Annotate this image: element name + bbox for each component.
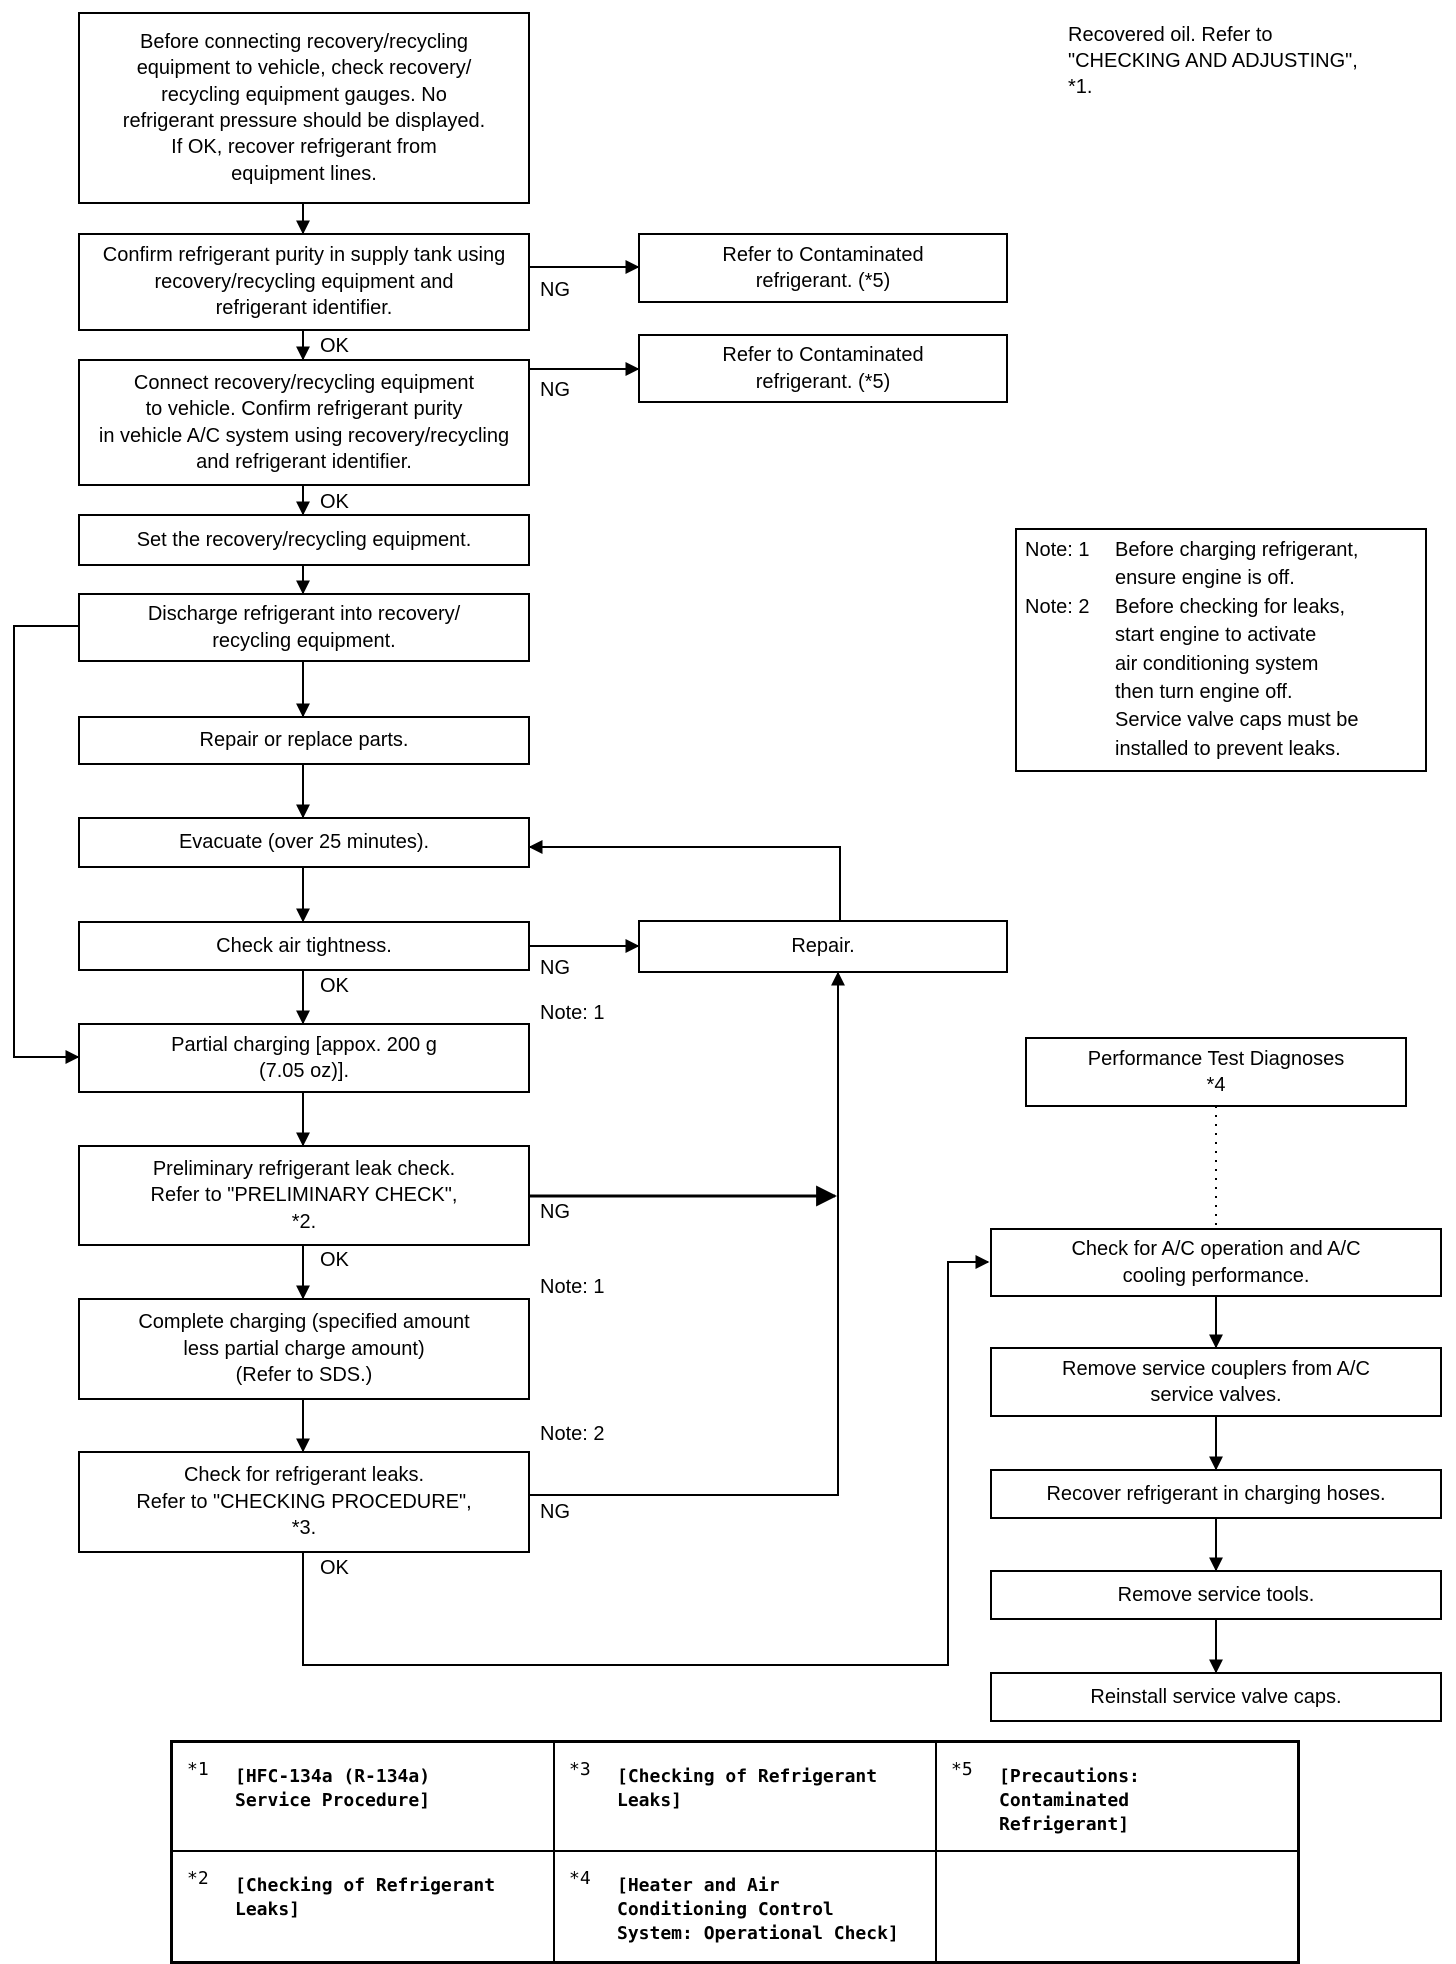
step-discharge-refrigerant: Discharge refrigerant into recovery/ rec… bbox=[78, 593, 530, 662]
reference-table: *1 [HFC-134a (R-134a) Service Procedure]… bbox=[170, 1740, 1300, 1964]
note-1-label: Note: 1 bbox=[540, 1002, 605, 1024]
reference-cell: *1 [HFC-134a (R-134a) Service Procedure] bbox=[173, 1743, 555, 1852]
note-2-label: Note: 2 bbox=[540, 1423, 605, 1445]
ok-label: OK bbox=[320, 1557, 349, 1579]
step-preliminary-leak-check: Preliminary refrigerant leak check. Refe… bbox=[78, 1145, 530, 1246]
step-recover-refrigerant-hoses: Recover refrigerant in charging hoses. bbox=[990, 1469, 1442, 1519]
ng-label: NG bbox=[540, 1201, 570, 1223]
step-check-ac-operation: Check for A/C operation and A/C cooling … bbox=[990, 1228, 1442, 1297]
note-1-label: Note: 1 bbox=[540, 1276, 605, 1298]
step-repair-replace-parts: Repair or replace parts. bbox=[78, 716, 530, 765]
ng-label: NG bbox=[540, 279, 570, 301]
arrow-b5-b9 bbox=[13, 625, 80, 1064]
note-tag: Note: 2 bbox=[1025, 595, 1090, 618]
reference-text[interactable]: [Heater and Air Conditioning Control Sys… bbox=[617, 1875, 899, 1944]
step-confirm-supply-purity: Confirm refrigerant purity in supply tan… bbox=[78, 233, 530, 331]
ok-label: OK bbox=[320, 1249, 349, 1271]
reference-cell: *5 [Precautions: Contaminated Refrigeran… bbox=[937, 1743, 1297, 1852]
step-partial-charging: Partial charging [appox. 200 g (7.05 oz)… bbox=[78, 1023, 530, 1093]
ok-label: OK bbox=[320, 335, 349, 357]
reference-cell: *3 [Checking of Refrigerant Leaks] bbox=[555, 1743, 937, 1852]
note-text: Before checking for leaks, start engine … bbox=[1115, 595, 1359, 760]
arrow-b12-repair bbox=[528, 971, 845, 1496]
note-text: Before charging refrigerant, ensure engi… bbox=[1115, 539, 1359, 590]
step-remove-service-tools: Remove service tools. bbox=[990, 1570, 1442, 1620]
step-remove-service-couplers: Remove service couplers from A/C service… bbox=[990, 1347, 1442, 1417]
ng-label: NG bbox=[540, 379, 570, 401]
note-2: Note: 2 Before checking for leaks, start… bbox=[1025, 593, 1417, 763]
ok-label: OK bbox=[320, 491, 349, 513]
notes-box: Note: 1 Before charging refrigerant, ens… bbox=[1015, 528, 1427, 772]
arrow-b12-r1 bbox=[302, 1255, 990, 1666]
reference-text[interactable]: [Checking of Refrigerant Leaks] bbox=[617, 1766, 878, 1811]
recovered-oil-note: Recovered oil. Refer to "CHECKING AND AD… bbox=[1068, 24, 1358, 98]
reference-cell-empty bbox=[937, 1852, 1297, 1961]
note-1: Note: 1 Before charging refrigerant, ens… bbox=[1025, 536, 1417, 593]
step-set-equipment: Set the recovery/recycling equipment. bbox=[78, 514, 530, 566]
step-complete-charging: Complete charging (specified amount less… bbox=[78, 1298, 530, 1400]
ok-label: OK bbox=[320, 975, 349, 997]
ng-label: NG bbox=[540, 957, 570, 979]
step-evacuate: Evacuate (over 25 minutes). bbox=[78, 817, 530, 868]
reference-mark: *3 bbox=[569, 1759, 591, 1780]
note-tag: Note: 1 bbox=[1025, 539, 1090, 561]
reference-mark: *4 bbox=[569, 1868, 591, 1889]
performance-test-diagnoses-box: Performance Test Diagnoses *4 bbox=[1025, 1037, 1407, 1107]
step-reinstall-valve-caps: Reinstall service valve caps. bbox=[990, 1672, 1442, 1722]
reference-mark: *2 bbox=[187, 1868, 209, 1889]
reference-text[interactable]: [Precautions: Contaminated Refrigerant] bbox=[999, 1766, 1140, 1835]
step-check-air-tightness: Check air tightness. bbox=[78, 921, 530, 971]
step-connect-confirm-vehicle-purity: Connect recovery/recycling equipment to … bbox=[78, 359, 530, 486]
step-check-gauges: Before connecting recovery/recycling equ… bbox=[78, 12, 530, 204]
contaminated-refrigerant-box-2: Refer to Contaminated refrigerant. (*5) bbox=[638, 334, 1008, 403]
step-check-refrigerant-leaks: Check for refrigerant leaks. Refer to "C… bbox=[78, 1451, 530, 1553]
reference-mark: *1 bbox=[187, 1759, 209, 1780]
repair-box: Repair. bbox=[638, 920, 1008, 973]
arrow-repair-b7 bbox=[528, 840, 841, 920]
reference-cell: *2 [Checking of Refrigerant Leaks] bbox=[173, 1852, 555, 1961]
reference-mark: *5 bbox=[951, 1759, 973, 1780]
ng-label: NG bbox=[540, 1501, 570, 1523]
reference-text[interactable]: [HFC-134a (R-134a) Service Procedure] bbox=[235, 1766, 431, 1811]
reference-text[interactable]: [Checking of Refrigerant Leaks] bbox=[235, 1875, 496, 1920]
contaminated-refrigerant-box-1: Refer to Contaminated refrigerant. (*5) bbox=[638, 233, 1008, 303]
reference-cell: *4 [Heater and Air Conditioning Control … bbox=[555, 1852, 937, 1961]
